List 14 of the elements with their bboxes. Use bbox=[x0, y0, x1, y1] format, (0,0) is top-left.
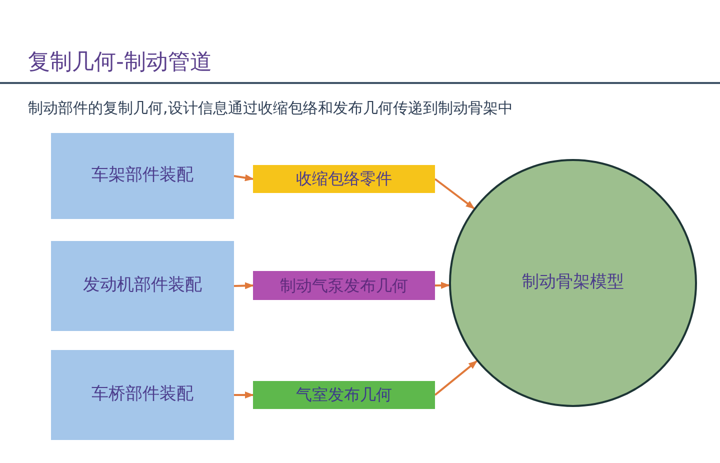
arrow bbox=[234, 392, 254, 398]
assembly-box: 车桥部件装配 bbox=[51, 350, 234, 440]
arrow bbox=[234, 174, 254, 182]
slide-title: 复制几何-制动管道 bbox=[28, 49, 212, 77]
assembly-box: 发动机部件装配 bbox=[51, 241, 234, 331]
arrow bbox=[434, 178, 475, 210]
arrow bbox=[434, 282, 450, 289]
assembly-box: 车架部件装配 bbox=[51, 133, 234, 219]
geometry-box: 制动气泵发布几何 bbox=[253, 271, 435, 300]
geometry-box: 收缩包络零件 bbox=[253, 165, 435, 193]
arrow bbox=[434, 360, 478, 396]
geometry-box: 气室发布几何 bbox=[253, 381, 435, 409]
subtitle-text: 制动部件的复制几何,设计信息通过收缩包络和发布几何传递到制动骨架中 bbox=[28, 98, 513, 119]
arrow bbox=[234, 282, 254, 290]
